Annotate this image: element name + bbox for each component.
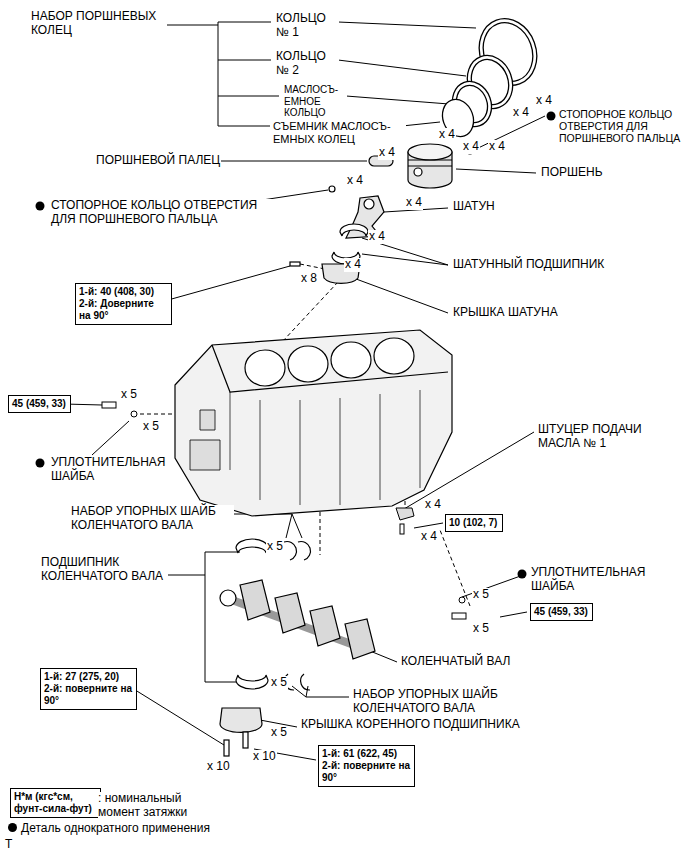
quantity-label: x 5 — [472, 588, 490, 602]
quantity-label: x 5 — [270, 726, 288, 740]
torque-value: 1-й: 40 (408, 30) — [79, 286, 168, 298]
torque-spec-box: 1-й: 27 (275, 20)2-й: поверните на 90° — [40, 668, 137, 710]
torque-value: 2-й: поверните на 90° — [322, 760, 411, 784]
part-name: КОЛЕНЧАТЫЙ ВАЛ — [400, 655, 511, 669]
quantity-label: x 4 — [438, 128, 456, 142]
part-name: ПОРШНЕВОЙ ПАЛЕЦ — [95, 154, 221, 168]
torque-value: 45 (459, 33) — [12, 398, 67, 410]
part-name: ПОРШЕНЬ — [540, 166, 604, 180]
torque-value: 1-й: 27 (275, 20) — [44, 671, 133, 683]
single-use-bullets — [36, 112, 556, 579]
part-name: НАБОР УПОРНЫХ ШАЙБ КОЛЕНЧАТОГО ВАЛА — [352, 688, 516, 716]
cylinder-block — [175, 330, 452, 516]
part-name: КОЛЬЦО № 1 — [275, 12, 339, 40]
part-name: КРЫШКА КОРЕННОГО ПОДШИПНИКА — [300, 718, 521, 732]
piston-pin-and-rod — [290, 156, 393, 283]
quantity-label: x 10 — [206, 760, 231, 774]
leader-lines — [64, 22, 545, 760]
torque-value: Н*м (кгс*см, фунт-сила-фут) — [14, 791, 97, 815]
torque-value: 45 (459, 33) — [534, 606, 589, 618]
torque-value: 2-й: Доверните на 90° — [79, 298, 168, 322]
part-name: ШТУЦЕР ПОДАЧИ МАСЛА № 1 — [537, 423, 647, 451]
torque-spec-box: 1-й: 61 (622, 45)2-й: поверните на 90° — [318, 745, 415, 787]
piston-rings — [437, 10, 546, 141]
quantity-label: x 5 — [142, 420, 160, 434]
part-name: УПЛОТНИТЕЛЬНАЯ ШАЙБА — [50, 456, 164, 484]
part-name: МАСЛОСЪ- ЕМНОЕ КОЛЬЦО — [283, 84, 347, 119]
assembly-lines — [140, 264, 470, 606]
quantity-label: x 4 — [420, 530, 438, 544]
torque-value: 10 (102, 7) — [449, 517, 499, 529]
quantity-label: x 5 — [270, 676, 288, 690]
part-name: УПЛОТНИТЕЛЬНАЯ ШАЙБА — [530, 566, 644, 594]
quantity-label: x 4 — [535, 94, 553, 108]
quantity-label: x 4 — [405, 196, 423, 210]
torque-spec-box: 45 (459, 33) — [530, 603, 593, 621]
legend-entry: : номинальный момент затяжки — [98, 792, 202, 820]
legend-entry: Деталь однократного применения — [8, 822, 268, 836]
quantity-label: x 4 — [488, 140, 506, 154]
legend-text: Деталь однократного применения — [21, 821, 210, 835]
part-name: ШАТУННЫЙ ПОДШИПНИК — [452, 258, 605, 272]
torque-spec-box: Н*м (кгс*см, фунт-сила-фут) — [10, 788, 101, 818]
quantity-label: x 4 — [512, 106, 530, 120]
quantity-label: x 4 — [378, 146, 396, 160]
part-name: КОЛЬЦО № 2 — [275, 50, 339, 78]
part-name: СЪЕМНИК МАСЛОСЪ- ЕМНЫХ КОЛЕЦ — [272, 120, 406, 145]
quantity-label: x 4 — [346, 174, 364, 188]
quantity-label: x 4 — [462, 140, 480, 154]
quantity-label: x 4 — [424, 498, 442, 512]
part-name: КРЫШКА ШАТУНА — [452, 306, 559, 320]
torque-spec-box: 1-й: 40 (408, 30)2-й: Доверните на 90° — [75, 283, 172, 325]
part-name: T — [4, 838, 13, 852]
bullet-swatch — [8, 823, 17, 832]
torque-value: 1-й: 61 (622, 45) — [322, 748, 411, 760]
quantity-label: x 4 — [368, 230, 386, 244]
part-name: СТОПОРНОЕ КОЛЬЦО ОТВЕРСТИЯ ДЛЯ ПОРШНЕВОГ… — [558, 108, 686, 144]
quantity-label: x 10 — [252, 750, 277, 764]
quantity-label: x 8 — [300, 272, 318, 286]
torque-value: 2-й: поверните на 90° — [44, 683, 133, 707]
quantity-label: x 5 — [266, 540, 284, 554]
part-name: СТОПОРНОЕ КОЛЬЦО ОТВЕРСТИЯ ДЛЯ ПОРШНЕВОГ… — [50, 199, 274, 227]
quantity-label: x 4 — [344, 258, 362, 272]
legend-text: : номинальный момент затяжки — [98, 791, 187, 819]
part-name: НАБОР УПОРНЫХ ШАЙБ КОЛЕНЧАТОГО ВАЛА — [70, 505, 234, 533]
torque-spec-box: 45 (459, 33) — [8, 395, 71, 413]
part-name: ШАТУН — [452, 200, 496, 214]
part-name: ПОДШИПНИК КОЛЕНЧАТОГО ВАЛА — [40, 556, 168, 584]
quantity-label: x 5 — [472, 622, 490, 636]
quantity-label: x 5 — [120, 388, 138, 402]
torque-spec-box: 10 (102, 7) — [445, 514, 503, 532]
part-name: НАБОР ПОРШНЕВЫХ КОЛЕЦ — [30, 10, 167, 38]
